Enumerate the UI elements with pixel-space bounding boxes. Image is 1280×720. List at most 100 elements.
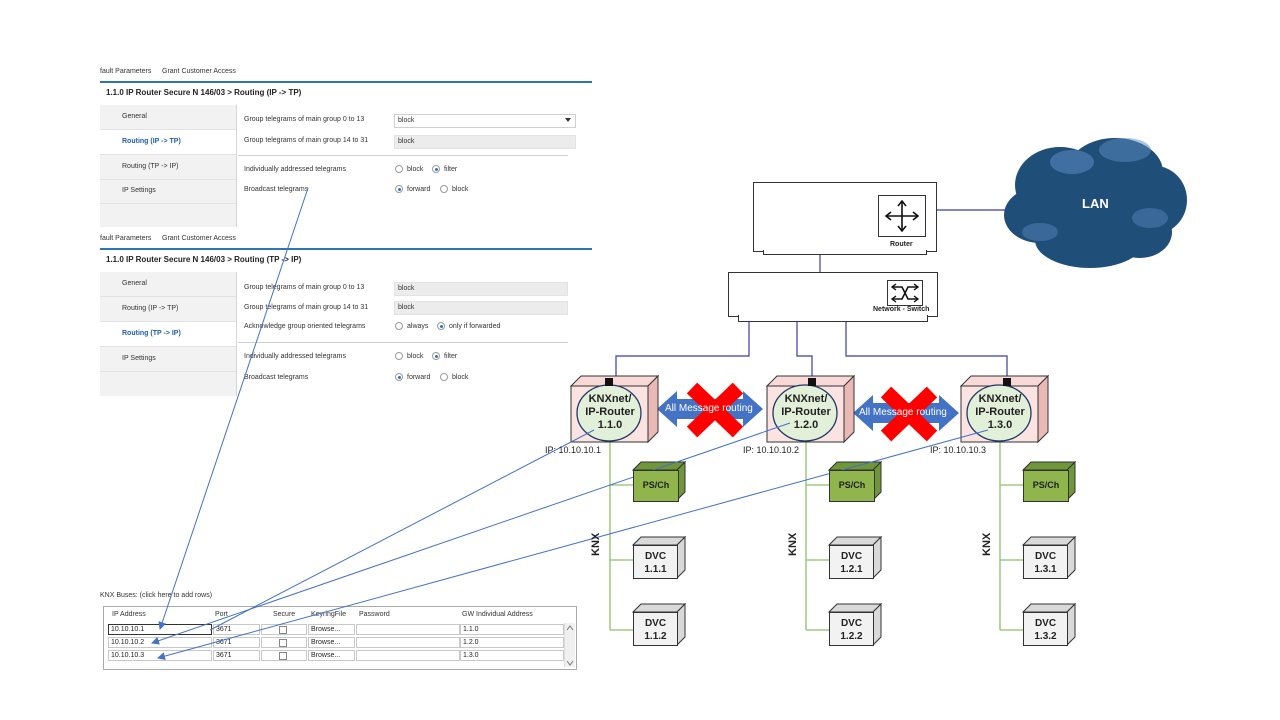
field-value: block xyxy=(398,138,415,145)
column-header: Secure xyxy=(273,611,296,618)
ps-label: PS/Ch xyxy=(1032,480,1060,490)
acknowledge-label: Acknowledge group oriented telegrams xyxy=(244,323,366,330)
gw-address-cell[interactable]: 1.1.0 xyxy=(460,624,564,635)
ip-router-box-3 xyxy=(959,374,1050,444)
browse-button[interactable]: Browse... xyxy=(311,626,341,633)
cell-value: 10.10.10.3 xyxy=(111,652,145,659)
broadcast-block-radio[interactable] xyxy=(440,373,448,381)
router-label: Router xyxy=(890,241,913,248)
switch-icon xyxy=(887,280,923,306)
blocked-cross-icon xyxy=(686,382,938,442)
secure-checkbox[interactable] xyxy=(279,639,287,647)
ip-address-cell[interactable]: 10.10.10.2 xyxy=(108,637,212,648)
tab-grant-customer-access[interactable]: Grant Customer Access xyxy=(162,235,236,242)
individual-block-radio[interactable] xyxy=(395,165,403,173)
device-address: 1.1.2 xyxy=(644,631,667,642)
individual-telegrams-label: Individually addressed telegrams xyxy=(244,166,346,173)
browse-button[interactable]: Browse... xyxy=(311,639,341,646)
group-14-31-field[interactable]: block xyxy=(394,135,576,149)
column-header: KeyringFile xyxy=(311,611,347,618)
lan-label: LAN xyxy=(1082,196,1109,211)
device-1-1-2: DVC 1.1.2 xyxy=(633,612,678,646)
sidebar-item-general[interactable]: General xyxy=(100,105,236,130)
keyring-cell[interactable]: Browse... xyxy=(308,650,355,661)
browse-button[interactable]: Browse... xyxy=(311,652,341,659)
router-3-ip: IP: 10.10.10.3 xyxy=(930,445,987,455)
cell-value: 3671 xyxy=(216,652,232,659)
port-cell[interactable]: 3671 xyxy=(213,650,260,661)
broadcast-block-radio[interactable] xyxy=(440,185,448,193)
router-name-line: IP-Router xyxy=(975,406,1025,418)
tab-default-parameters[interactable]: fault Parameters xyxy=(100,235,152,242)
gw-address-cell[interactable]: 1.3.0 xyxy=(460,650,564,661)
sidebar-item-label: Routing (TP -> IP) xyxy=(122,330,181,337)
switch-router1-link xyxy=(615,297,750,380)
device-address: 1.2.2 xyxy=(840,631,863,642)
gw-address-cell[interactable]: 1.2.0 xyxy=(460,637,564,648)
keyring-cell[interactable]: Browse... xyxy=(308,637,355,648)
table-scrollbar[interactable] xyxy=(564,623,575,667)
secure-cell xyxy=(261,637,307,648)
radio-label: always xyxy=(407,323,429,330)
sidebar-item-routing-tp-ip[interactable]: Routing (TP -> IP) xyxy=(100,322,236,347)
ack-always-radio[interactable] xyxy=(395,322,403,330)
cell-value: 10.10.10.2 xyxy=(111,639,145,646)
switch-router3-link xyxy=(845,297,1008,380)
broadcast-forward-radio[interactable] xyxy=(395,373,403,381)
sidebar-item-routing-tp-ip[interactable]: Routing (TP -> IP) xyxy=(100,155,236,180)
router-address: 1.3.0 xyxy=(987,419,1013,431)
sidebar-item-ip-settings[interactable]: IP Settings xyxy=(100,179,236,204)
tab-grant-customer-access[interactable]: Grant Customer Access xyxy=(162,68,236,75)
broadcast-forward-radio[interactable] xyxy=(395,185,403,193)
router-icon xyxy=(878,195,926,237)
table-to-router-connectors xyxy=(151,187,989,661)
broadcast-telegrams-label: Broadcast telegrams xyxy=(244,186,309,193)
sidebar-item-routing-ip-tp[interactable]: Routing (IP -> TP) xyxy=(100,297,236,322)
cell-value: 1.2.0 xyxy=(463,639,479,646)
group-0-13-select[interactable]: block xyxy=(394,114,576,128)
device-name: DVC xyxy=(1034,551,1057,562)
device-name: DVC xyxy=(840,551,863,562)
individual-filter-radio[interactable] xyxy=(432,165,440,173)
dvc-box-3d-faces xyxy=(631,535,1077,647)
column-header: IP Address xyxy=(112,611,146,618)
ack-only-if-forwarded-radio[interactable] xyxy=(437,322,445,330)
keyring-cell[interactable]: Browse... xyxy=(308,624,355,635)
knx-bus-label-1: KNX xyxy=(590,532,602,556)
router-2-ip: IP: 10.10.10.2 xyxy=(743,445,800,455)
secure-checkbox[interactable] xyxy=(279,652,287,660)
radio-label: forward xyxy=(407,186,431,193)
sidebar-item-label: Routing (IP -> TP) xyxy=(122,305,179,312)
field-value: block xyxy=(398,285,415,292)
divider xyxy=(238,155,568,156)
power-supply-1: PS/Ch xyxy=(633,470,679,502)
cell-value: 3671 xyxy=(216,639,232,646)
sidebar-item-general[interactable]: General xyxy=(100,272,236,297)
parameter-sidebar: General Routing (IP -> TP) Routing (TP -… xyxy=(100,272,237,396)
password-cell[interactable] xyxy=(356,637,460,648)
power-supply-2: PS/Ch xyxy=(829,470,875,502)
group-14-31-field[interactable]: block xyxy=(394,301,568,315)
individual-filter-radio[interactable] xyxy=(432,352,440,360)
individual-block-radio[interactable] xyxy=(395,352,403,360)
tab-default-parameters[interactable]: fault Parameters xyxy=(100,68,152,75)
routing-label-2: All Message routing xyxy=(859,407,947,418)
router-name-line: KNXnet/ xyxy=(978,393,1022,405)
sidebar-item-ip-settings[interactable]: IP Settings xyxy=(100,347,236,372)
password-cell[interactable] xyxy=(356,650,460,661)
select-value: block xyxy=(398,117,415,124)
ps-box-3d-faces xyxy=(631,460,1077,502)
individual-telegrams-label: Individually addressed telegrams xyxy=(244,353,346,360)
knx-bus-label-2: KNX xyxy=(787,532,799,556)
router-name-line: KNXnet/ xyxy=(784,393,828,405)
router-name-line: IP-Router xyxy=(585,406,635,418)
port-cell[interactable]: 3671 xyxy=(213,624,260,635)
group-14-31-label: Group telegrams of main group 14 to 31 xyxy=(244,137,369,144)
password-cell[interactable] xyxy=(356,624,460,635)
sidebar-item-routing-ip-tp[interactable]: Routing (IP -> TP) xyxy=(100,130,236,155)
ps-label: PS/Ch xyxy=(642,480,670,490)
secure-checkbox[interactable] xyxy=(279,626,287,634)
knx-buses-caption[interactable]: KNX Buses: (click here to add rows) xyxy=(100,592,213,599)
group-0-13-field[interactable]: block xyxy=(394,282,568,296)
chevron-down-icon xyxy=(565,118,571,122)
